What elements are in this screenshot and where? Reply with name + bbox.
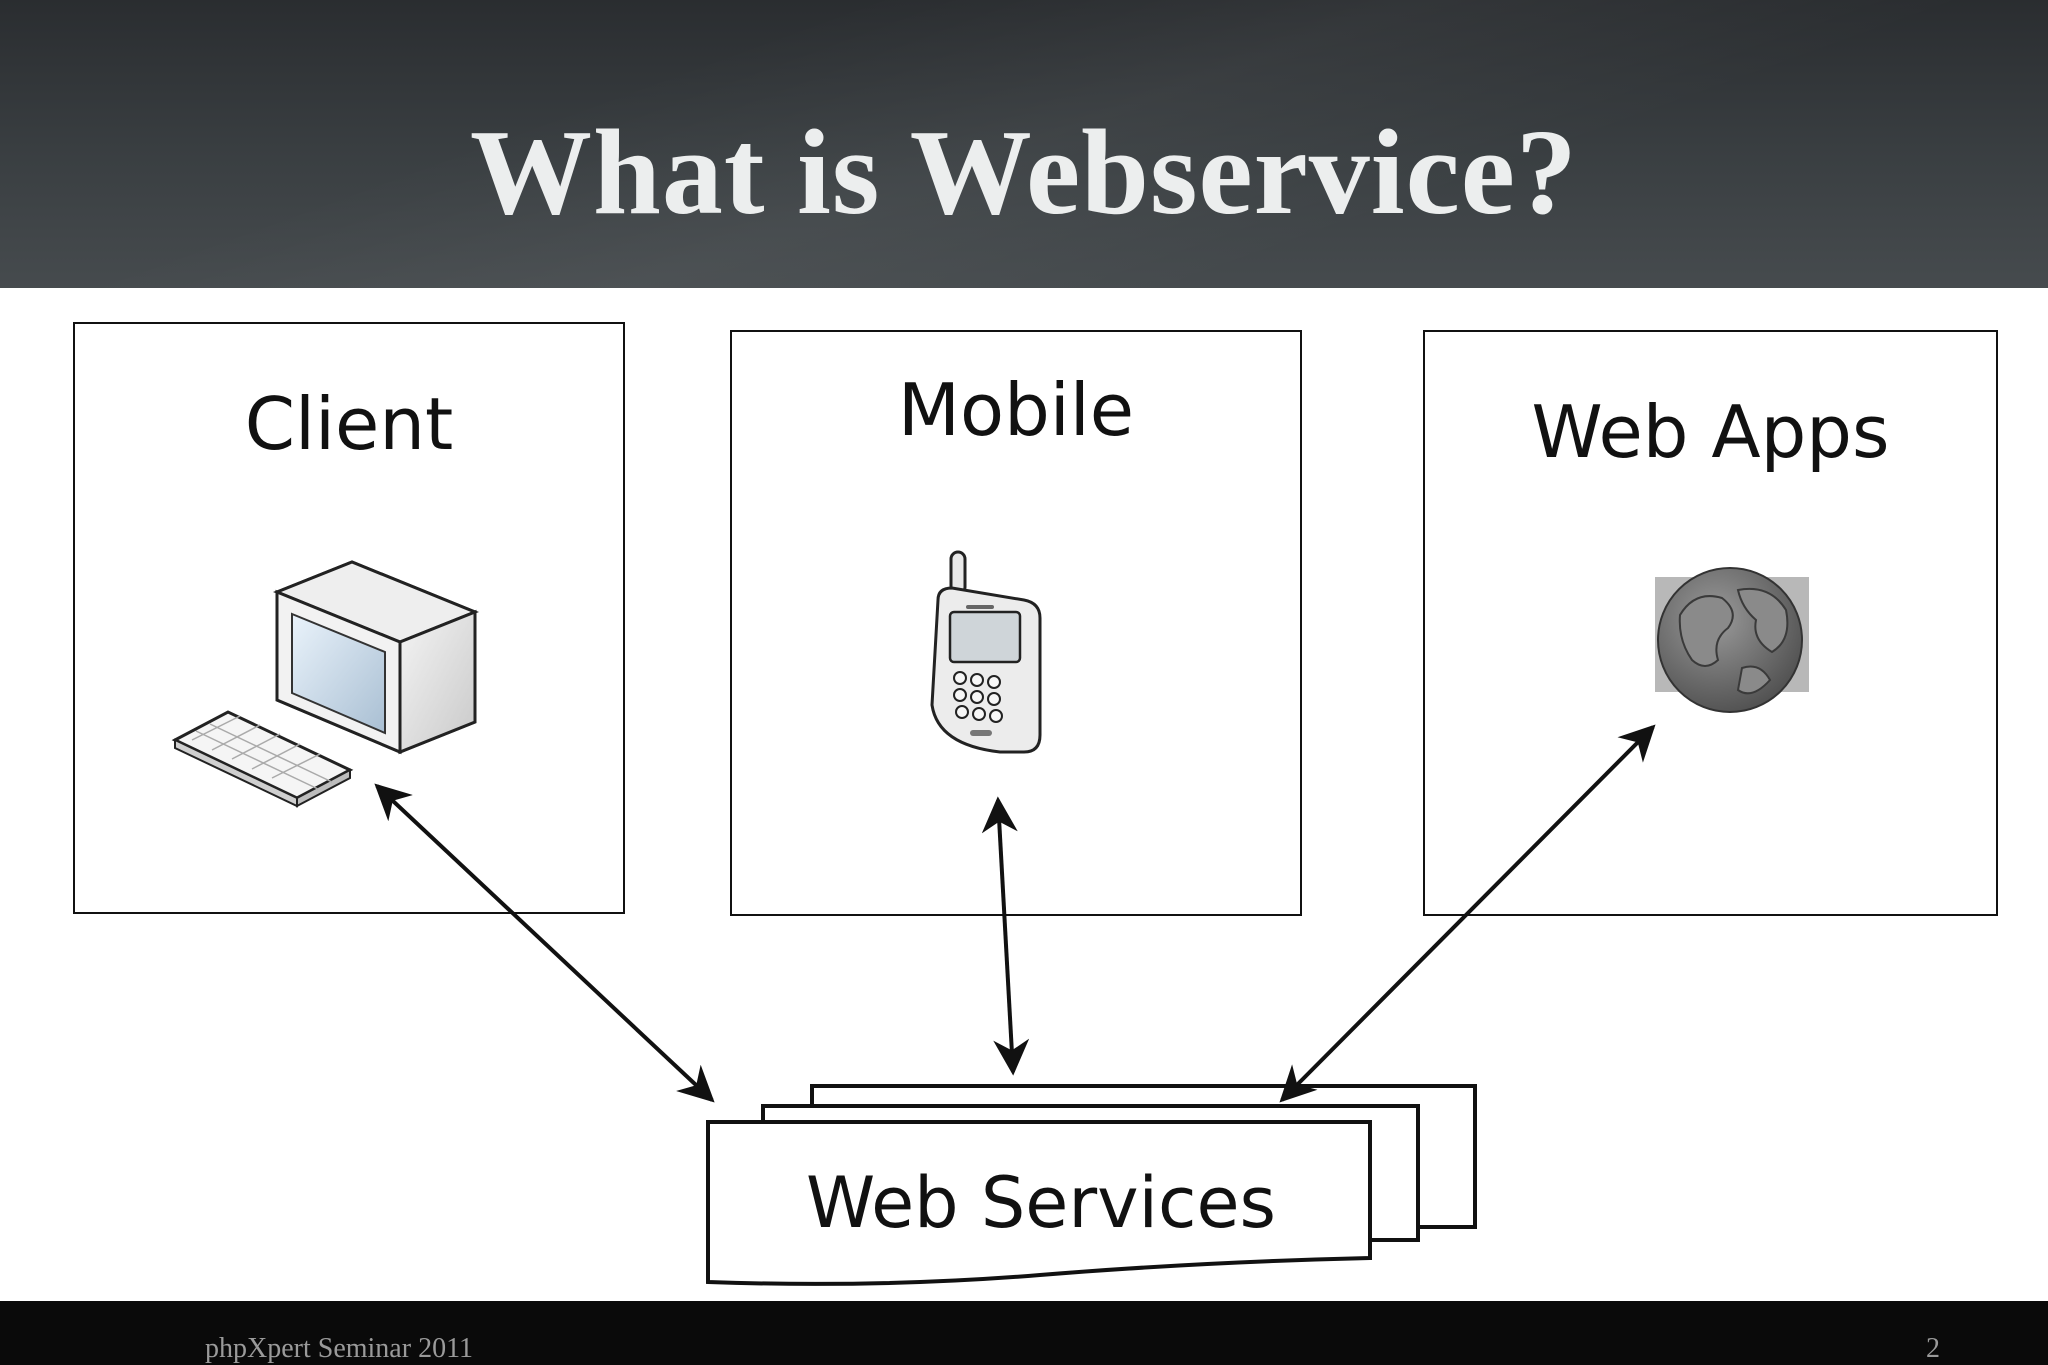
desktop-computer-icon (171, 560, 480, 808)
webservices-stack (706, 1084, 1477, 1286)
footer-text: phpXpert Seminar 2011 (205, 1333, 474, 1364)
client-label: Client (244, 382, 454, 466)
slide-footer (0, 1301, 2048, 1365)
webservices-label: Web Services (805, 1162, 1277, 1244)
page-number: 2 (1926, 1333, 1940, 1364)
slide-header (0, 0, 2048, 288)
mobile-label: Mobile (897, 368, 1135, 452)
slide-title: What is Webservice? (470, 105, 1578, 240)
mobile-phone-icon (930, 550, 1042, 754)
webapps-webservices-arrow (1279, 724, 1656, 1103)
mobile-webservices-arrow (981, 796, 1030, 1076)
globe-icon (1655, 567, 1809, 713)
webapps-label: Web Apps (1531, 390, 1890, 474)
client-webservices-arrow (374, 783, 715, 1103)
